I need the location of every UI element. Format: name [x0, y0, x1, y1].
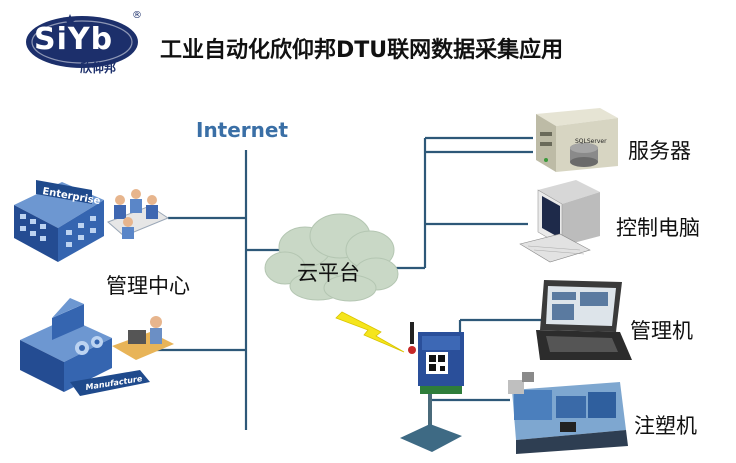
- server-icon: SQLServer: [536, 108, 618, 172]
- cloud-platform-label: 云平台: [297, 261, 360, 285]
- logo-subtitle: 欣仰邦: [80, 61, 117, 75]
- management-laptop-icon: [536, 280, 632, 360]
- server-label: 服务器: [628, 139, 691, 163]
- logo-text: SiYb: [34, 22, 114, 57]
- registered-mark: ®: [132, 10, 142, 21]
- management-laptop-label: 管理机: [630, 319, 693, 343]
- manufacture-building-icon: Manufacture: [20, 298, 150, 396]
- cloud-shape: [264, 213, 399, 302]
- control-pc-label: 控制电脑: [616, 216, 700, 240]
- desk-worker-icon: [112, 316, 174, 360]
- enterprise-building-icon: Enterprise: [14, 180, 104, 262]
- pole-stand: [400, 394, 462, 452]
- logo-star-icon: [63, 14, 77, 27]
- injection-machine-label: 注塑机: [634, 414, 697, 438]
- management-center-label: 管理中心: [106, 274, 190, 298]
- dtu-device-icon: [408, 322, 464, 394]
- logo-oval: [26, 16, 138, 68]
- internet-label: Internet: [196, 118, 289, 142]
- injection-machine-icon: [508, 372, 628, 454]
- connection-lines: [142, 136, 550, 430]
- page-title: 工业自动化欣仰邦DTU联网数据采集应用: [160, 38, 564, 63]
- control-pc-icon: [519, 180, 600, 263]
- meeting-people-icon: [107, 189, 170, 239]
- server-brand: SQLServer: [575, 138, 607, 145]
- lightning-icon: [335, 311, 405, 353]
